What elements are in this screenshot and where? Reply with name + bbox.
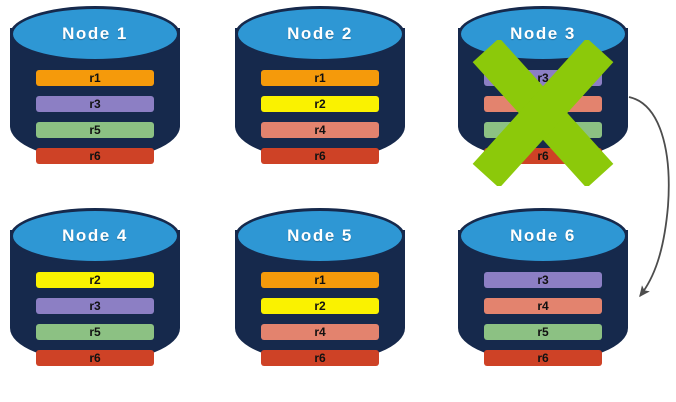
record-bar[interactable]: r2 <box>36 272 154 288</box>
node-3[interactable]: Node 3 r3 r4 r5 r6 <box>458 6 628 186</box>
record-bar[interactable]: r4 <box>484 96 602 112</box>
record-bar[interactable]: r5 <box>484 122 602 138</box>
node-1[interactable]: Node 1 r1 r3 r5 r6 <box>10 6 180 182</box>
record-bar[interactable]: r6 <box>36 350 154 366</box>
record-bar[interactable]: r4 <box>261 324 379 340</box>
node-6-cylinder-top <box>458 208 628 264</box>
record-bar[interactable]: r5 <box>36 324 154 340</box>
record-bar[interactable]: r4 <box>261 122 379 138</box>
node-5[interactable]: Node 5 r1 r2 r4 r6 <box>235 208 405 384</box>
record-bar[interactable]: r3 <box>36 96 154 112</box>
node-5-cylinder-top <box>235 208 405 264</box>
node-4-records: r2 r3 r5 r6 <box>10 272 180 366</box>
node-3-records: r3 r4 r5 r6 <box>458 70 628 164</box>
record-bar[interactable]: r5 <box>36 122 154 138</box>
record-bar[interactable]: r3 <box>484 70 602 86</box>
record-bar[interactable]: r5 <box>484 324 602 340</box>
record-bar[interactable]: r6 <box>484 350 602 366</box>
node-4[interactable]: Node 4 r2 r3 r5 r6 <box>10 208 180 384</box>
node-2-cylinder-top <box>235 6 405 62</box>
record-bar[interactable]: r1 <box>36 70 154 86</box>
node-2-records: r1 r2 r4 r6 <box>235 70 405 164</box>
record-bar[interactable]: r1 <box>261 70 379 86</box>
record-bar[interactable]: r1 <box>261 272 379 288</box>
node-6-records: r3 r4 r5 r6 <box>458 272 628 366</box>
record-bar[interactable]: r6 <box>36 148 154 164</box>
node-2[interactable]: Node 2 r1 r2 r4 r6 <box>235 6 405 182</box>
record-bar[interactable]: r3 <box>484 272 602 288</box>
record-bar[interactable]: r3 <box>36 298 154 314</box>
node-1-records: r1 r3 r5 r6 <box>10 70 180 164</box>
record-bar[interactable]: r4 <box>484 298 602 314</box>
node-3-cylinder-top <box>458 6 628 62</box>
node-5-records: r1 r2 r4 r6 <box>235 272 405 366</box>
node-6[interactable]: Node 6 r3 r4 r5 r6 <box>458 208 628 384</box>
record-bar[interactable]: r6 <box>484 148 602 164</box>
record-bar[interactable]: r2 <box>261 298 379 314</box>
record-bar[interactable]: r2 <box>261 96 379 112</box>
node-1-cylinder-top <box>10 6 180 62</box>
record-bar[interactable]: r6 <box>261 350 379 366</box>
node-4-cylinder-top <box>10 208 180 264</box>
record-bar[interactable]: r6 <box>261 148 379 164</box>
